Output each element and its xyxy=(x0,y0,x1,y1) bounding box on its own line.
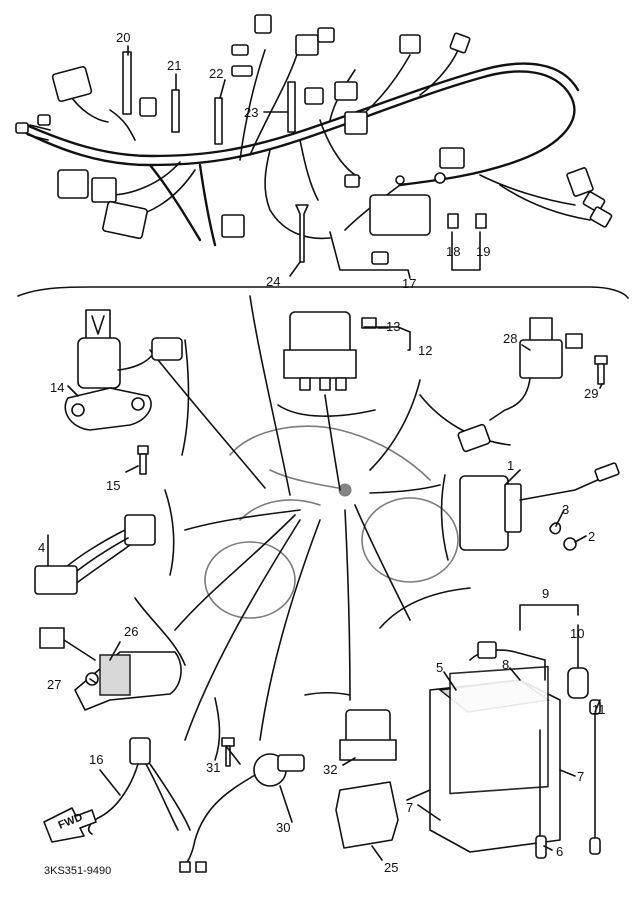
label-5: 5 xyxy=(436,660,443,675)
label-27: 27 xyxy=(47,677,61,692)
label-23: 23 xyxy=(244,105,258,120)
harness-connectors xyxy=(15,14,613,265)
relay-12 xyxy=(283,311,377,391)
label-26: 26 xyxy=(124,624,138,639)
label-31: 31 xyxy=(206,760,220,775)
label-21: 21 xyxy=(167,58,181,73)
label-9: 9 xyxy=(542,586,549,601)
leader-lines xyxy=(149,295,441,741)
label-11: 11 xyxy=(592,702,606,717)
relay-32 xyxy=(339,709,397,761)
switch-16 xyxy=(43,737,191,843)
callout-leaders xyxy=(47,45,603,861)
label-10: 10 xyxy=(570,626,584,641)
label-15: 15 xyxy=(106,478,120,493)
label-19: 19 xyxy=(476,244,490,259)
drawing-code: 3KS351-9490 xyxy=(44,865,111,877)
cable-ties xyxy=(122,51,487,263)
label-2: 2 xyxy=(588,529,595,544)
main-switch-14 xyxy=(64,309,183,431)
label-1: 1 xyxy=(507,458,514,473)
label-29: 29 xyxy=(584,386,598,401)
label-28: 28 xyxy=(503,331,517,346)
section-brackets xyxy=(134,339,511,761)
sensor-26 xyxy=(39,627,182,711)
label-16: 16 xyxy=(89,752,103,767)
label-32: 32 xyxy=(323,762,337,777)
label-17: 17 xyxy=(402,276,416,291)
label-7b: 7 xyxy=(406,800,413,815)
label-22: 22 xyxy=(209,66,223,81)
label-6: 6 xyxy=(556,844,563,859)
label-24: 24 xyxy=(266,274,280,289)
sensor-30 xyxy=(179,737,305,873)
label-14: 14 xyxy=(50,380,64,395)
label-25: 25 xyxy=(384,860,398,875)
label-13: 13 xyxy=(386,319,400,334)
unit-25 xyxy=(335,781,399,849)
screw-15 xyxy=(137,445,149,475)
label-8: 8 xyxy=(502,657,509,672)
label-30: 30 xyxy=(276,820,290,835)
label-4: 4 xyxy=(38,540,45,555)
label-3: 3 xyxy=(562,502,569,517)
vehicle-outline xyxy=(204,425,459,619)
regulator-1 xyxy=(459,462,620,551)
part-labels: 1 2 3 4 5 6 7 7 7 8 9 10 11 12 13 14 15 … xyxy=(38,30,606,875)
label-20: 20 xyxy=(116,30,130,45)
label-12: 12 xyxy=(418,343,432,358)
label-18: 18 xyxy=(446,244,460,259)
label-7a: 7 xyxy=(577,769,584,784)
coupler-4 xyxy=(34,514,156,595)
